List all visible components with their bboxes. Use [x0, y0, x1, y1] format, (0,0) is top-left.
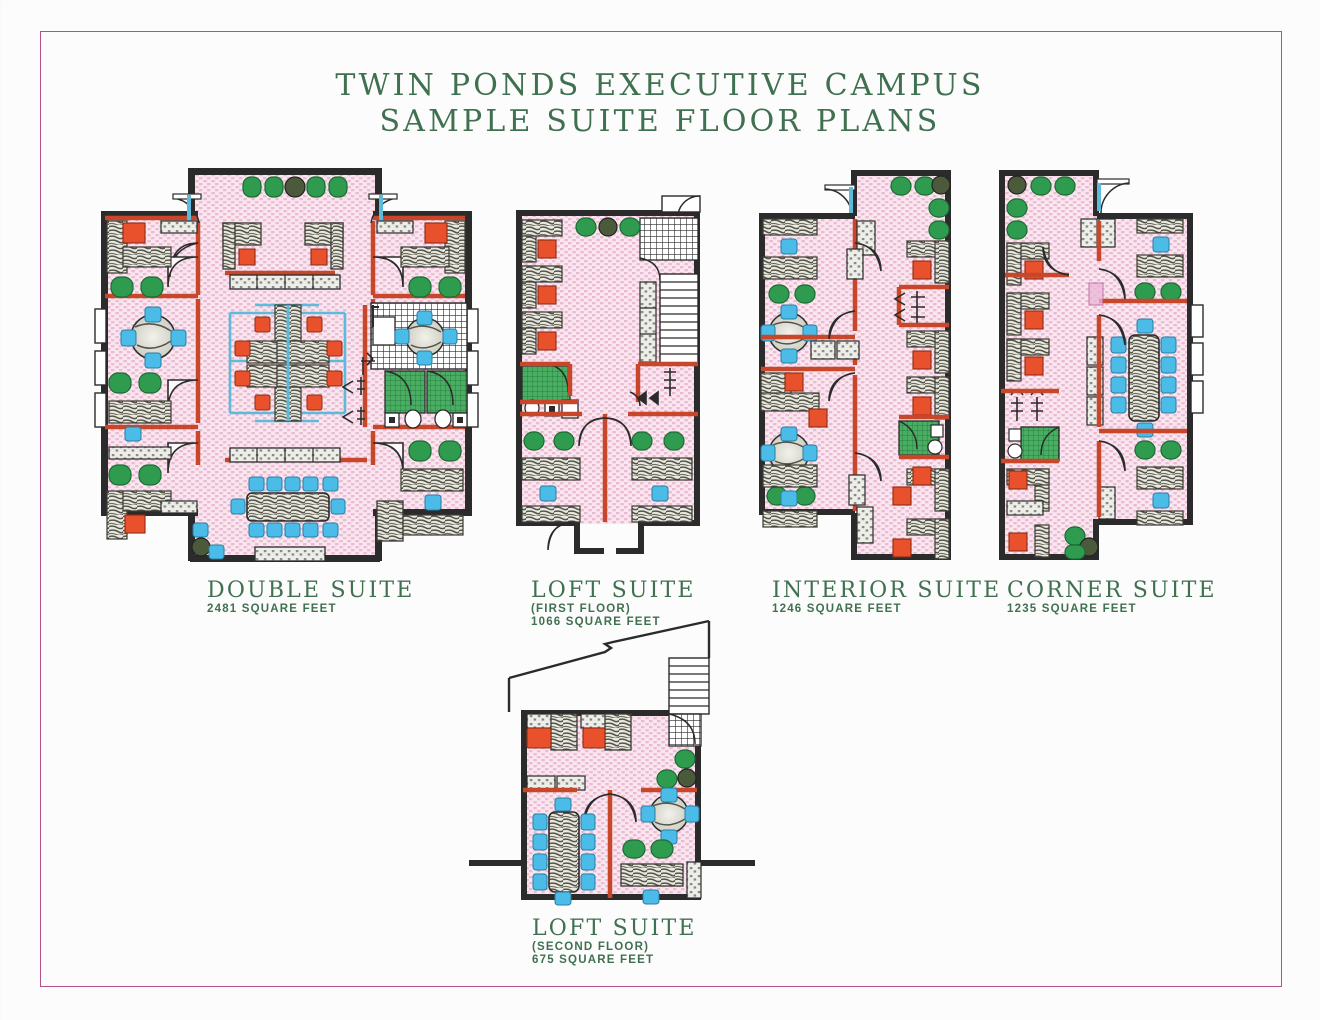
entry-doors[interactable] [172, 193, 398, 224]
caption-title: CORNER SUITE [1007, 578, 1217, 603]
office-left-top [106, 220, 198, 298]
file-stacks [526, 775, 586, 791]
meeting-table-round [620, 787, 702, 905]
conference-table [532, 797, 596, 906]
plan-corner-suite[interactable] [993, 165, 1208, 565]
caption-title: INTERIOR SUITE [772, 578, 1002, 603]
interior-partitions [761, 219, 949, 511]
office-left-lower [760, 372, 828, 506]
interior-partitions [1001, 221, 1187, 517]
office-right-bottom [1134, 440, 1184, 526]
wing-walls [469, 860, 755, 866]
caption-sub-line: 2481 SQUARE FEET [207, 603, 337, 615]
caption-corner-suite: CORNER SUITE 1235 SQUARE FEET [1007, 578, 1217, 616]
workstations-top [526, 713, 632, 751]
office-left-bottom [106, 446, 198, 540]
title-line-2: SAMPLE SUITE FLOOR PLANS [379, 104, 941, 139]
caption-interior-suite: INTERIOR SUITE 1246 SQUARE FEET [772, 578, 1001, 616]
title-line-1: TWIN PONDS EXECUTIVE CAMPUS [335, 68, 985, 103]
caption-sub-line-1: (FIRST FLOOR) [531, 603, 631, 615]
stairs [639, 273, 699, 365]
private-offices-left [521, 219, 563, 355]
caption-sub-line: 1235 SQUARE FEET [1007, 603, 1137, 615]
kitchen-area [639, 217, 699, 281]
reception-plants [890, 175, 951, 240]
reception-plants [242, 176, 348, 198]
caption-loft-first: LOFT SUITE (FIRST FLOOR) 1066 SQUARE FEE… [531, 578, 696, 629]
workstation-top-right [304, 222, 344, 270]
caption-title: DOUBLE SUITE [207, 578, 415, 603]
office-right-top [376, 220, 466, 298]
window-mullions [1190, 304, 1204, 414]
door-swings [1042, 246, 1126, 472]
offices-bottom [521, 431, 693, 523]
cubicle-pod-cluster [228, 303, 347, 423]
utility-marks [629, 368, 676, 407]
loft-first-floor-drawing [516, 195, 701, 554]
page-border [40, 31, 1282, 987]
reception-plants [575, 217, 641, 237]
restrooms [341, 352, 468, 429]
entry-door[interactable] [824, 184, 856, 216]
plan-loft-suite-first-floor[interactable] [512, 195, 717, 556]
caption-sub-line-2: 675 SQUARE FEET [532, 954, 655, 966]
reception-plants [1006, 175, 1076, 240]
door-swings [828, 242, 882, 482]
loft-second-floor-drawing [469, 619, 755, 906]
plan-loft-suite-second-floor[interactable] [465, 618, 755, 908]
caption-double-suite: DOUBLE SUITE 2481 SQUARE FEET [207, 578, 414, 616]
plan-double-suite[interactable] [94, 165, 480, 565]
workstation-top-left [222, 222, 262, 270]
interior-suite-drawing [759, 170, 951, 560]
office-left-bottom-furniture [762, 464, 818, 528]
private-offices-right [892, 240, 950, 560]
bottom-reception-items [191, 522, 326, 562]
caption-sub-line: 1246 SQUARE FEET [772, 603, 902, 615]
sloped-roof-line [507, 619, 711, 712]
corridor-stair-marks [341, 352, 375, 425]
stairs [668, 657, 710, 747]
kitchen-area [370, 302, 468, 370]
plan-interior-suite[interactable] [757, 165, 972, 565]
office-left-upper [760, 218, 818, 364]
caption-sub-line-2: 1066 SQUARE FEET [531, 616, 661, 628]
kitchenette-marks [893, 291, 925, 323]
file-stacks [810, 220, 876, 544]
caption-title: LOFT SUITE [531, 578, 696, 603]
caption-sub-line-1: (SECOND FLOOR) [532, 941, 650, 953]
double-suite-drawing [94, 168, 479, 562]
exterior-walls [516, 210, 700, 554]
file-bank-upper [229, 274, 341, 290]
restroom [1007, 426, 1060, 462]
entry-door[interactable] [1096, 178, 1130, 214]
document-title: TWIN PONDS EXECUTIVE CAMPUS SAMPLE SUITE… [0, 68, 1320, 140]
entry-vestibule[interactable] [661, 195, 701, 215]
restroom [898, 420, 944, 456]
office-right-bottom [376, 440, 464, 542]
corner-suite-drawing [999, 170, 1204, 560]
door-swings [547, 417, 632, 551]
office-left-bottom [1006, 468, 1099, 560]
file-bank-lower [229, 447, 341, 463]
interior-partitions [520, 361, 698, 522]
conference-table-main [230, 476, 346, 538]
caption-title: LOFT SUITE [532, 916, 697, 941]
caption-loft-second: LOFT SUITE (SECOND FLOOR) 675 SQUARE FEE… [532, 916, 697, 967]
private-offices-left [1006, 242, 1050, 382]
office-left-middle [108, 306, 187, 442]
restroom-fixtures [384, 409, 468, 429]
conference-room [1110, 318, 1177, 438]
office-right-top [1134, 218, 1184, 302]
